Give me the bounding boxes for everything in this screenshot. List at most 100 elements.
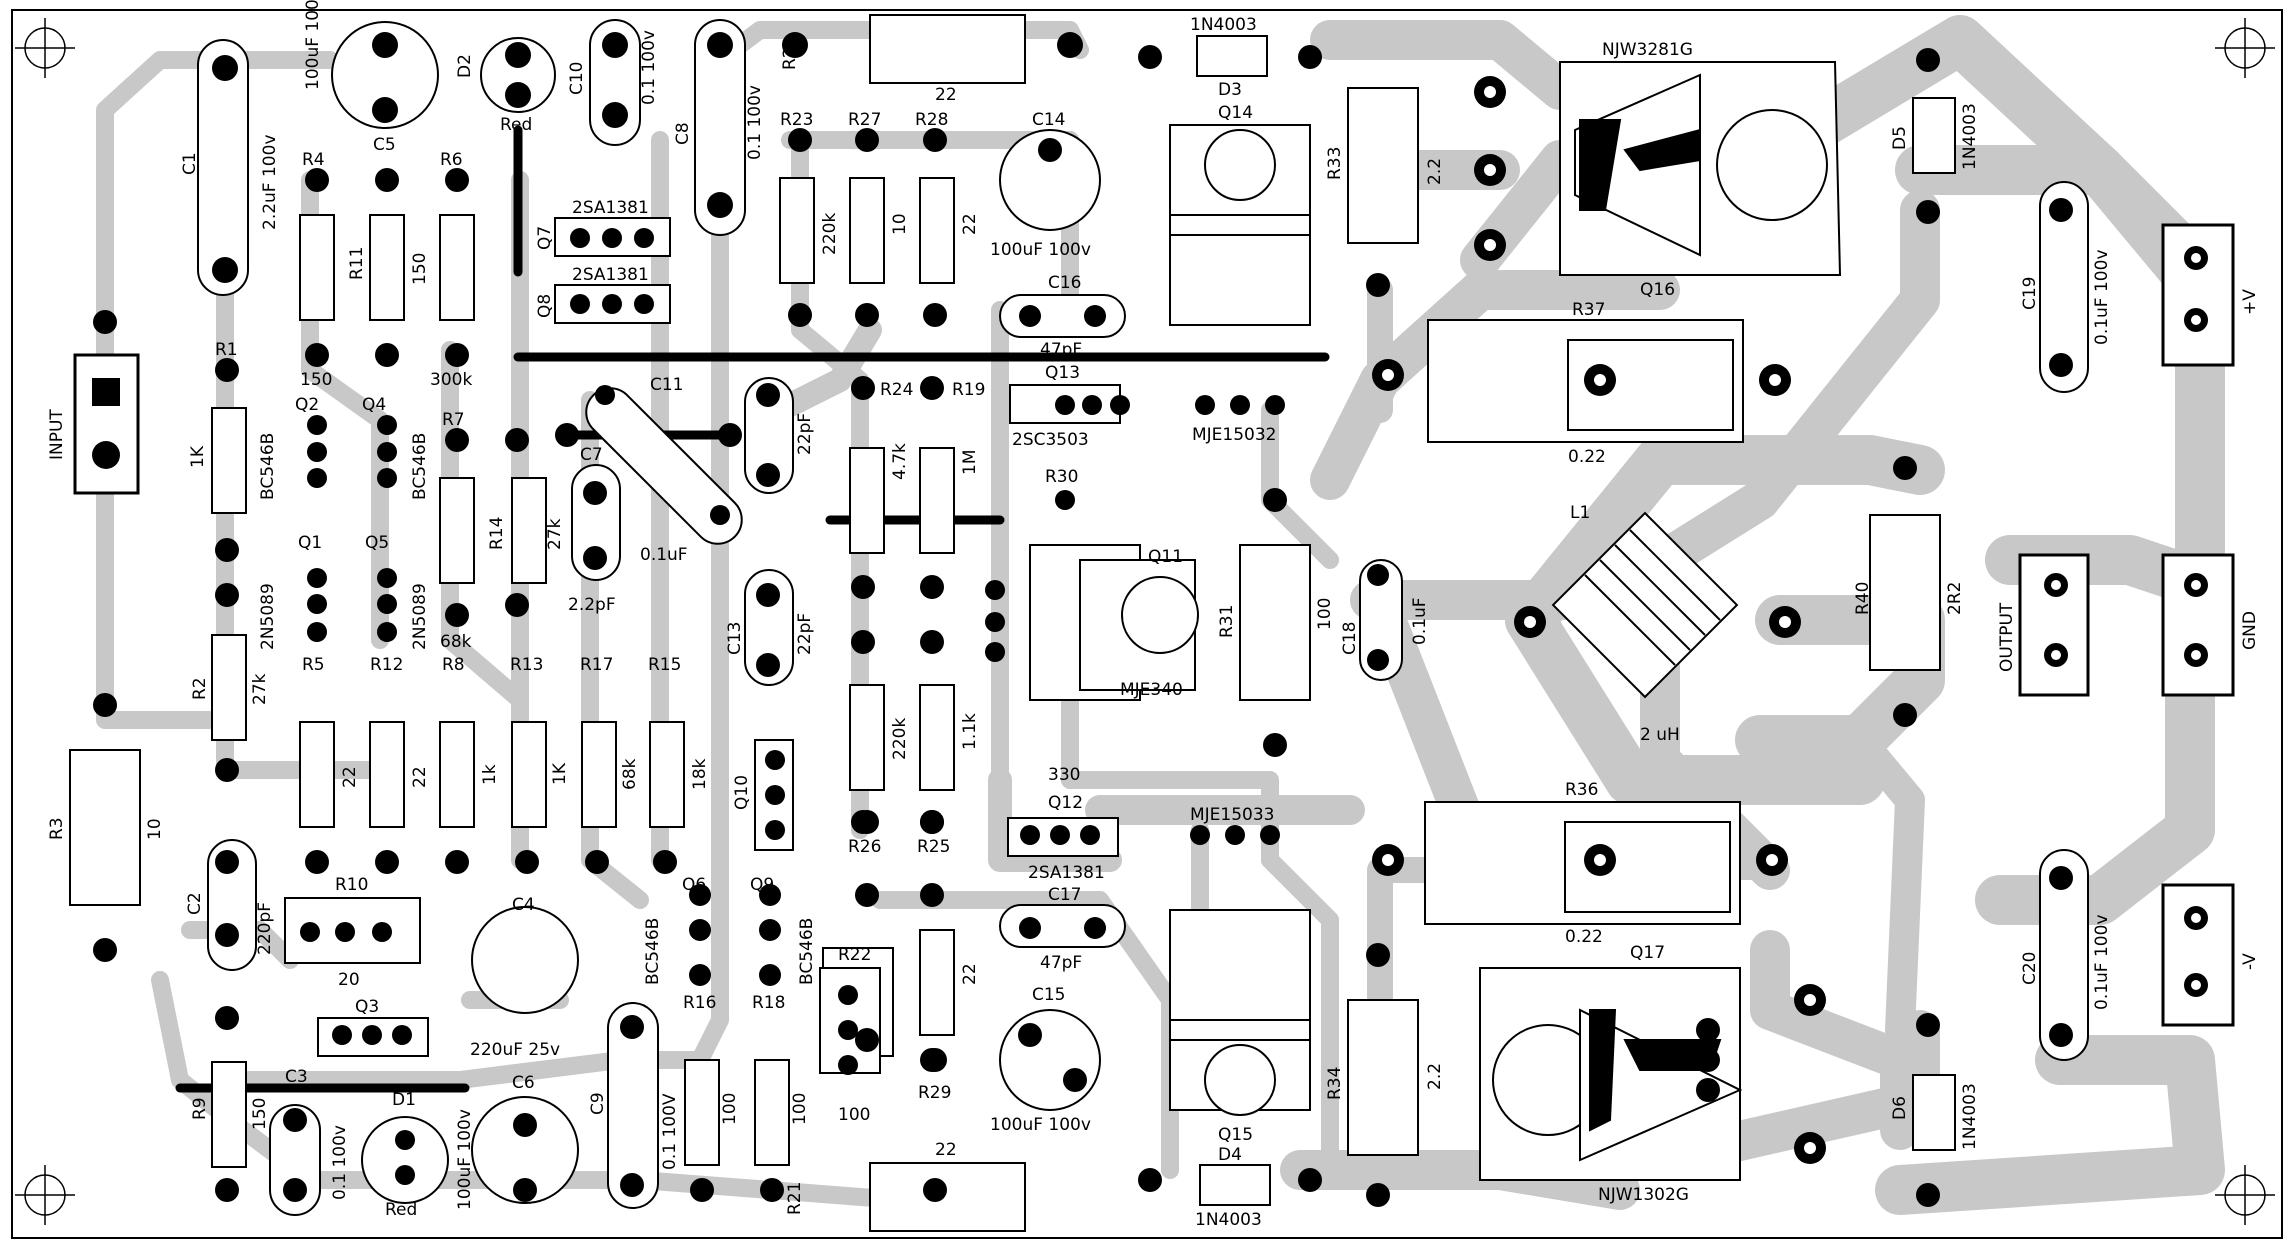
label: 0.1uF bbox=[640, 545, 688, 565]
label: R10 bbox=[335, 875, 368, 895]
label: 150 bbox=[410, 253, 430, 285]
label: BC546B bbox=[643, 918, 663, 985]
label: 1N4003 bbox=[1190, 15, 1257, 35]
label: R20 bbox=[780, 37, 800, 70]
copper-traces bbox=[96, 15, 2225, 1215]
label: 47pF bbox=[1040, 953, 1082, 973]
label: 100uF 100v bbox=[990, 1115, 1091, 1135]
label: C8 bbox=[673, 122, 693, 145]
label: BC546B bbox=[797, 918, 817, 985]
label: 0.1 100v bbox=[745, 85, 765, 160]
resistors bbox=[69, 14, 1941, 1232]
label: D4 bbox=[1218, 1145, 1242, 1165]
label: R29 bbox=[918, 1083, 951, 1103]
label: R31 bbox=[1217, 605, 1237, 638]
label: R9 bbox=[190, 1097, 210, 1120]
label: R14 bbox=[487, 517, 507, 550]
label: 22 bbox=[935, 85, 957, 105]
silkscreen-labels: 100uF 100v C5 D2 Red C10 0.1 100v C8 0.1… bbox=[47, 0, 2260, 1230]
pad-holes bbox=[100, 86, 2201, 1154]
label: Q16 bbox=[1640, 280, 1675, 300]
label: Q1 bbox=[298, 533, 322, 553]
label: OUTPUT bbox=[1997, 602, 2017, 672]
label: 2.2 bbox=[1425, 1063, 1445, 1090]
label: R37 bbox=[1572, 300, 1605, 320]
label: R12 bbox=[370, 655, 403, 675]
label: C13 bbox=[725, 621, 745, 655]
label: 22pF bbox=[795, 613, 815, 655]
label: 0.22 bbox=[1568, 447, 1606, 467]
label: 0.1 100v bbox=[330, 1125, 350, 1200]
label: R3 bbox=[47, 817, 67, 840]
label: 100 bbox=[1315, 598, 1335, 630]
label: L1 bbox=[1570, 503, 1590, 523]
label: Q8 bbox=[535, 294, 555, 318]
label: C15 bbox=[1032, 985, 1066, 1005]
label: 1K bbox=[550, 762, 570, 785]
label: GND bbox=[2240, 611, 2260, 650]
power-transistor-markings bbox=[1121, 73, 1828, 1162]
label: R24 bbox=[880, 380, 913, 400]
label: 0.22 bbox=[1565, 927, 1603, 947]
label: R34 bbox=[1325, 1067, 1345, 1100]
label: C17 bbox=[1048, 885, 1082, 905]
label: Q12 bbox=[1048, 793, 1083, 813]
label: 2N5089 bbox=[258, 583, 278, 650]
label: R26 bbox=[848, 837, 881, 857]
label: 150 bbox=[250, 1098, 270, 1130]
label: 22 bbox=[960, 213, 980, 235]
label: R17 bbox=[580, 655, 613, 675]
label: Red bbox=[385, 1200, 417, 1220]
label: C7 bbox=[580, 445, 603, 465]
label: Q9 bbox=[750, 875, 774, 895]
label: 220k bbox=[890, 718, 910, 760]
label: R22 bbox=[838, 945, 871, 965]
label: 22 bbox=[340, 766, 360, 788]
label: R21 bbox=[785, 1182, 805, 1215]
label: 68k bbox=[620, 758, 640, 790]
label: R16 bbox=[683, 993, 716, 1013]
label: 2N5089 bbox=[410, 583, 430, 650]
label: 0.1 100V bbox=[660, 1093, 680, 1170]
label: 18k bbox=[690, 758, 710, 790]
label: Q15 bbox=[1218, 1125, 1253, 1145]
label: -V bbox=[2240, 953, 2260, 970]
label: R2 bbox=[190, 677, 210, 700]
label: C10 bbox=[567, 61, 587, 95]
label: C14 bbox=[1032, 110, 1066, 130]
label: D3 bbox=[1218, 80, 1242, 100]
label: R4 bbox=[302, 150, 325, 170]
label: 1N4003 bbox=[1195, 1210, 1262, 1230]
label: MJE15033 bbox=[1190, 805, 1275, 825]
label: C19 bbox=[2020, 276, 2040, 310]
label: 47pF bbox=[1040, 340, 1082, 360]
label: Q3 bbox=[355, 997, 379, 1017]
label: Q4 bbox=[362, 395, 386, 415]
label: 27k bbox=[545, 518, 565, 550]
label: Q7 bbox=[535, 226, 555, 250]
label: C16 bbox=[1048, 273, 1082, 293]
label: C1 bbox=[180, 152, 200, 175]
label: +V bbox=[2240, 289, 2260, 315]
label: 100 bbox=[838, 1105, 870, 1125]
label: C20 bbox=[2020, 951, 2040, 985]
label: 220k bbox=[820, 213, 840, 255]
label: R18 bbox=[752, 993, 785, 1013]
label: R6 bbox=[440, 150, 463, 170]
label: 220pF bbox=[255, 902, 275, 955]
label: 2.2pF bbox=[568, 595, 616, 615]
label: R8 bbox=[442, 655, 465, 675]
label: R25 bbox=[917, 837, 950, 857]
label: 2SC3503 bbox=[1012, 430, 1089, 450]
label: INPUT bbox=[47, 409, 67, 460]
label: 2SA1381 bbox=[572, 265, 649, 285]
label: 27k bbox=[250, 673, 270, 705]
label: 0.1uF 100v bbox=[2092, 249, 2112, 345]
label: 22 bbox=[410, 766, 430, 788]
label: 100 bbox=[720, 1093, 740, 1125]
label: R36 bbox=[1565, 780, 1598, 800]
label: 22pF bbox=[795, 413, 815, 455]
label: Q11 bbox=[1148, 547, 1183, 567]
label: D1 bbox=[392, 1090, 416, 1110]
